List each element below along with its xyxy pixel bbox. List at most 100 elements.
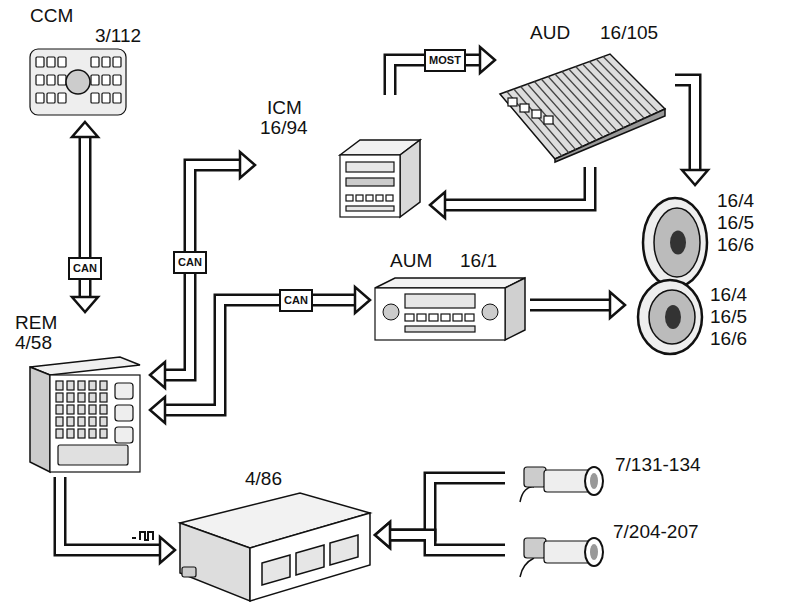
part [115,405,133,421]
arrow-band-outline [79,136,92,298]
part [67,393,74,402]
part [36,57,44,67]
cooling-fin [603,57,658,113]
aum-illustration [375,278,525,343]
arrow-band-fill [389,478,505,535]
speaker-cone [654,208,700,277]
outline [30,367,50,472]
part [30,49,126,115]
arrowhead [150,362,165,388]
part [113,93,121,103]
parking-sensor: 7/131-134 [505,448,715,510]
parking-sensor: 7/204-207 [505,515,715,590]
sensor-membrane [590,473,598,489]
component-number: 16/105 [600,22,658,44]
arrowhead [355,287,370,313]
part [429,314,438,321]
part [346,178,394,186]
climate-control-module: CCM3/112 [20,2,170,122]
part [47,57,55,67]
speaker-rim [643,198,707,287]
part [441,314,450,321]
part [405,314,414,321]
part [102,93,110,103]
speaker-rim [638,280,702,354]
component-label: 7/131-134 [615,454,701,476]
speaker-cap [670,231,686,255]
component-number: 3/112 [95,25,141,47]
arrowhead [72,122,98,137]
part [89,417,96,426]
part [89,429,96,438]
component-number: 16/1 [460,250,497,272]
part [58,93,66,103]
component-label: 16/4 16/5 16/6 [710,284,747,350]
audio-amplifier: AUD 16/105 [495,22,675,167]
knob [482,304,498,320]
part [78,429,85,438]
arrow-band-outline [530,299,611,312]
arrowhead [430,192,445,218]
part [56,405,63,414]
signal-arrow [375,522,505,550]
part [89,381,96,390]
arrow-band-outline [389,535,505,550]
spk-illustration [640,195,710,290]
knob [383,304,399,320]
part [113,75,121,85]
parking-assist-module: 4/86 [175,468,375,606]
part [50,375,140,472]
part [100,381,107,390]
part [100,405,107,414]
component-label: 4/86 [245,468,282,490]
bus-label: CAN [279,289,313,312]
outline [505,278,525,340]
part [58,75,66,85]
arrowhead [375,522,390,548]
part [100,393,107,402]
sensor-membrane [590,544,598,560]
part [58,445,128,465]
arrow-band-outline [675,80,695,171]
part [524,467,546,487]
part [115,383,133,399]
part [67,417,74,426]
part [102,75,110,85]
part [520,104,529,112]
part [89,393,96,402]
cooling-fin [596,59,651,115]
part [346,195,353,201]
outline [30,357,140,375]
arrow-band-outline [60,477,161,550]
part [78,393,85,402]
speaker: 16/4 16/5 16/6 [625,272,785,362]
speaker-cap [665,305,681,329]
signal-arrow [675,80,708,185]
part [47,75,55,85]
arrow-band-outline [390,60,481,95]
sensor-illustration [510,523,610,581]
sensor-face [585,538,603,566]
part [56,429,63,438]
sensor-face [585,467,603,495]
arrow-band-fill [390,60,481,95]
part [453,314,462,321]
arrowhead [150,397,165,423]
component-label: AUD [530,22,570,44]
part [465,314,474,321]
part [78,417,85,426]
part [532,110,541,118]
arrow-band-fill [164,165,241,375]
arrowhead [480,47,495,73]
part [47,93,55,103]
knob [66,70,90,94]
part [67,405,74,414]
icm-illustration [340,140,420,220]
part [78,381,85,390]
arrow-band-outline [389,478,505,535]
arrow-band-fill [675,80,695,171]
part [375,288,505,340]
outline [296,545,324,575]
speaker-cone [649,290,695,344]
